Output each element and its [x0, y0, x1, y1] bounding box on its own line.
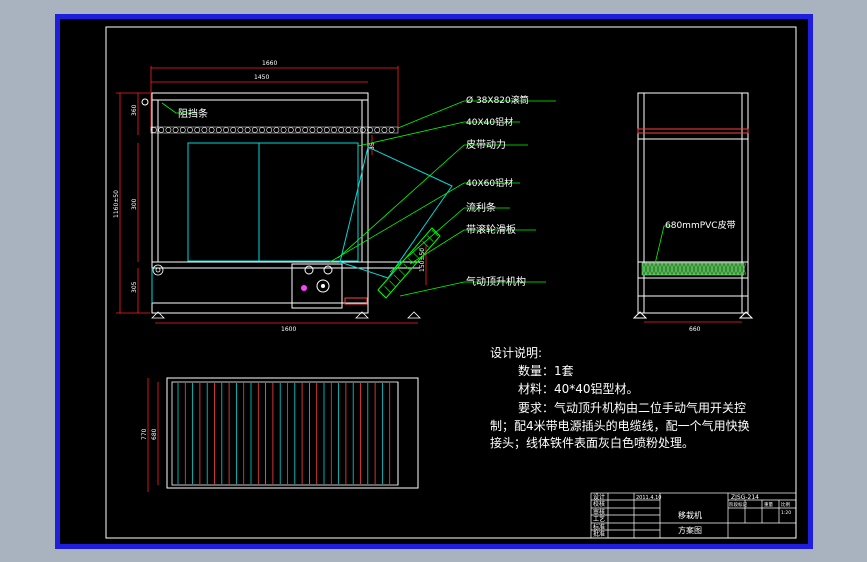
label-belt-drive: 皮带动力	[466, 138, 506, 151]
drawing-frame	[105, 26, 797, 539]
notes-qty: 数量：1套	[518, 363, 574, 378]
tb-check: 校核	[593, 500, 605, 508]
plan-view: 770 680	[141, 377, 419, 492]
label-lift: 气动顶升机构	[466, 275, 526, 288]
tb-standard: 标准	[593, 523, 605, 531]
guard-panel	[187, 142, 359, 262]
dim-base-width: 1600	[281, 326, 296, 333]
tb-process: 工艺	[593, 515, 605, 523]
dim-inner-width: 1450	[254, 74, 269, 81]
tb-approve: 批准	[593, 530, 605, 538]
notes-material: 材料：40*40铝型材。	[518, 381, 639, 396]
dim-overall-height: 1160±50	[113, 190, 120, 218]
dim-body-height: 300	[131, 198, 138, 210]
notes-req1: 要求：气动顶升机构由二位手动气用开关控	[518, 400, 746, 415]
label-stopper: 阻挡条	[178, 107, 208, 120]
dim-overall-width: 1660	[262, 60, 277, 67]
control-box	[291, 263, 343, 309]
motor-icon	[301, 285, 307, 291]
tb-drawing-name: 方案图	[678, 525, 702, 535]
tb-review: 审核	[593, 508, 605, 516]
front-view: 1660 1450 360 300 1160±50 305 1600 150±5…	[113, 60, 453, 333]
tb-stage: 阶段标记	[729, 501, 747, 508]
tb-sheet: 1:20	[781, 510, 791, 516]
label-roller: Ø 38X820滚筒	[466, 94, 529, 106]
side-view: 660 680mmPVC皮带	[632, 92, 754, 333]
label-roller-plate: 带滚轮滑板	[466, 223, 516, 236]
dim-small: 35	[369, 142, 376, 150]
tb-scale: 比例	[781, 501, 790, 508]
notes-heading: 设计说明:	[490, 345, 542, 360]
dim-plan-outer: 770	[141, 428, 148, 440]
design-notes: 设计说明: 数量：1套 材料：40*40铝型材。 要求：气动顶升机构由二位手动气…	[490, 345, 750, 450]
label-profile-4060: 40X60铝材	[466, 177, 513, 189]
pulley-icon	[316, 279, 330, 293]
dim-plan-inner: 680	[151, 428, 158, 440]
roller-chain	[150, 126, 399, 134]
label-profile-4040: 40X40铝材	[466, 116, 513, 128]
notes-req3: 接头；线体铁件表面灰白色喷粉处理。	[490, 435, 694, 450]
drawing-area[interactable]	[60, 19, 808, 544]
title-block	[590, 492, 797, 539]
tb-product: 移栽机	[678, 510, 702, 520]
leader-lines	[161, 100, 556, 297]
dim-base-height: 305	[131, 281, 138, 293]
dim-top-height: 360	[131, 104, 138, 116]
tb-design: 设计	[593, 493, 605, 501]
label-pvc-belt: 680mmPVC皮带	[665, 219, 736, 231]
label-rail: 流利条	[466, 201, 496, 214]
dim-side-width: 660	[689, 326, 701, 333]
tb-date: 2011.4.10	[636, 495, 661, 501]
dim-lift-height: 150±50	[419, 248, 426, 272]
notes-req2: 制；配4米带电源插头的电缆线，配一个气用快换	[490, 418, 750, 433]
tb-code: ZJSG-214	[731, 494, 759, 501]
tb-weight: 重量	[764, 501, 773, 508]
